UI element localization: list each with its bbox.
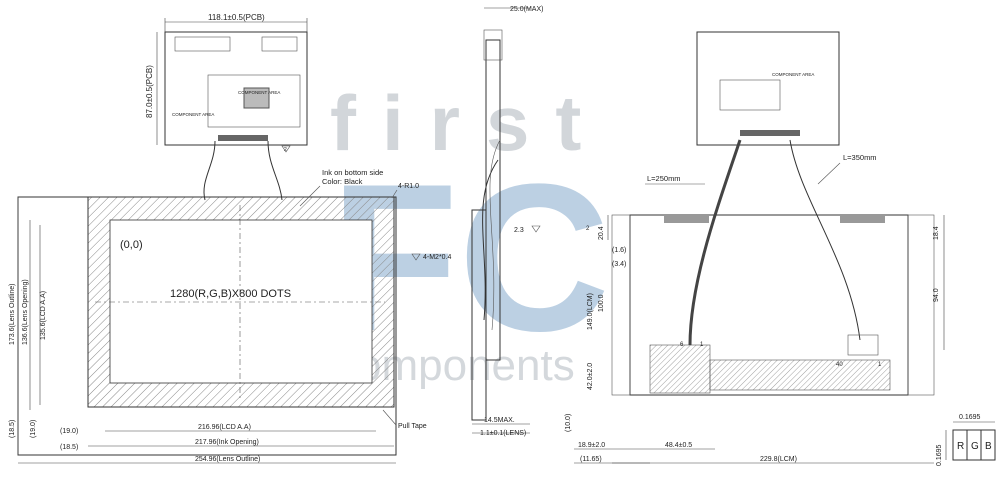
- dim-48-4: 48.4±0.5: [665, 442, 692, 449]
- pixel-b: B: [985, 441, 992, 452]
- dim-20-4: 20.4: [598, 226, 605, 240]
- dim-229-8: 229.8(LCM): [760, 456, 797, 463]
- gap-label: 2.3: [514, 227, 524, 234]
- cable-short-label: L=250mm: [647, 174, 681, 183]
- dim-11-65: (11.65): [580, 456, 602, 463]
- pixel-g: G: [971, 441, 979, 452]
- lcd-aa-h: 135.6(LCD A.A): [40, 291, 47, 340]
- lcd-aa-w: 216.96(LCD A.A): [198, 424, 251, 431]
- ink-note-2: Color: Black: [322, 177, 363, 186]
- dim-18-4: 18.4: [933, 226, 940, 240]
- dim-94-0: 94.0: [933, 288, 940, 302]
- offset-18-5-h: (18.5): [60, 444, 78, 451]
- ink-note-1: Ink on bottom side: [322, 168, 383, 177]
- pcb-component-area-label: COMPONENT AREA: [238, 90, 280, 95]
- rear-note-2: 2: [586, 226, 590, 232]
- cable-long-label: L=350mm: [843, 153, 877, 162]
- thickness-label: 14.5MAX.: [484, 417, 515, 424]
- pin-6: 6: [680, 342, 684, 348]
- lens-opening-h: 136.6(Lens Opening): [22, 279, 29, 345]
- ink-opening-w: 217.96(Ink Opening): [195, 439, 259, 446]
- watermark-word: first: [330, 79, 607, 167]
- radius-label: 4-R1.0: [398, 183, 419, 190]
- origin-label: (0,0): [120, 239, 143, 251]
- pixel-detail: R G B 0.1695 0.1695: [936, 414, 996, 466]
- dim-18-9: 18.9±2.0: [578, 442, 605, 449]
- dim-42-0: 42.0±2.0: [587, 363, 594, 390]
- screw-label: 4-M2*0.4: [423, 254, 452, 261]
- pull-tape-label: Pull Tape: [398, 423, 427, 430]
- dim-10-0: (10.0): [565, 414, 572, 432]
- lens-outline-w: 254.96(Lens Outline): [195, 456, 260, 463]
- side-view: 25.0(MAX) 4-M2*0.4 2.3 14.5MAX. 1.1±0.1(…: [411, 6, 543, 437]
- pixel-r: R: [957, 441, 964, 452]
- rear-component-area-label: COMPONENT AREA: [772, 72, 814, 77]
- resolution-label: 1280(R,G,B)X800 DOTS: [170, 288, 291, 300]
- dim-1-6: (1.6): [612, 247, 626, 254]
- pcb-note-2: 2: [284, 147, 287, 153]
- dim-149-0: 149.0(LCM): [587, 293, 594, 330]
- pcb-width-dim: 118.1±0.5(PCB): [208, 13, 265, 22]
- lens-thickness-label: 1.1±0.1(LENS): [480, 430, 526, 437]
- pixel-pitch-h: 0.1695: [936, 444, 943, 466]
- pcb-component-area-label-2: COMPONENT AREA: [172, 112, 214, 117]
- pcb-top-view: COMPONENT AREA COMPONENT AREA 118.1±0.5(…: [145, 13, 308, 201]
- offset-19-0-v: (19.0): [30, 420, 37, 438]
- depth-max: 25.0(MAX): [510, 6, 543, 13]
- lens-outline-h: 173.6(Lens Outline): [9, 284, 16, 345]
- dim-100-0: 100.0: [598, 294, 605, 312]
- pixel-pitch-w: 0.1695: [959, 414, 981, 421]
- pcb-height-dim: 87.0±0.5(PCB): [145, 65, 154, 118]
- pin-1b: 1: [878, 362, 882, 368]
- pin-40: 40: [836, 362, 843, 368]
- offset-19-0-h: (19.0): [60, 428, 78, 435]
- rear-view: COMPONENT AREA L=250mm L=350mm 6 1 40 1 …: [565, 31, 945, 464]
- offset-18-5-v: (18.5): [9, 420, 16, 438]
- front-view: (0,0) 1280(R,G,B)X800 DOTS Ink on bottom…: [9, 168, 427, 464]
- dim-3-4: (3.4): [612, 261, 626, 268]
- pin-1: 1: [700, 342, 704, 348]
